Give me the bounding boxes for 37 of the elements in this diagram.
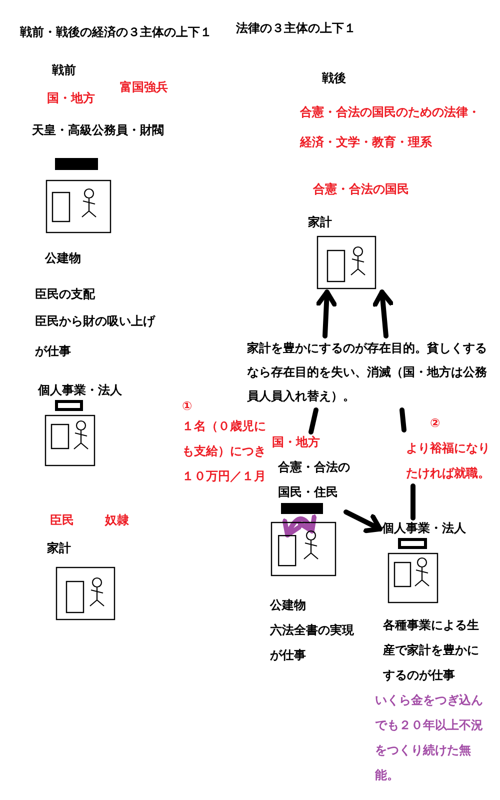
node-label: より裕福になりたければ就職。 bbox=[406, 440, 491, 482]
connector-line bbox=[410, 484, 416, 520]
caption-text: 六法全書の実現が仕事 bbox=[270, 622, 355, 664]
label-text: 奴隷 bbox=[105, 512, 129, 529]
number-label: ① bbox=[182, 398, 192, 415]
label-text: 臣民 bbox=[50, 512, 74, 529]
node-label: 家計 bbox=[47, 540, 71, 557]
caption-text: 臣民から財の吸い上げが仕事 bbox=[35, 313, 156, 360]
caption-text: いくら金をつぎ込んでも２０年以上不況をつくり続けた無能。 bbox=[375, 692, 484, 784]
node-label: 公建物 bbox=[45, 250, 81, 267]
node-label: 家計 bbox=[308, 214, 332, 231]
caption-text: 公建物 bbox=[270, 597, 306, 614]
heading: 戦前 bbox=[52, 62, 76, 79]
paragraph-text: 家計を豊かにするのが存在目的。貧しくするなら存在目的を失い、消滅（国・地方は公務員人員入れ替え）。 bbox=[247, 340, 488, 405]
node-label: 国・地方 bbox=[272, 434, 320, 451]
node-label: 合憲・合法の国民・住民 bbox=[278, 459, 351, 501]
arrow bbox=[372, 290, 394, 338]
title: 法律の３主体の上下１ bbox=[236, 20, 356, 37]
node-label: 個人事業・法人 bbox=[38, 382, 122, 399]
node-label: ② bbox=[430, 415, 440, 432]
caption-text: 臣民の支配 bbox=[35, 286, 96, 303]
connector-line bbox=[400, 408, 406, 432]
node-label: 個人事業・法人 bbox=[382, 520, 466, 537]
note-text: １名（０歳児にも支給）につき１０万円／１月 bbox=[182, 418, 267, 485]
caption-text: 各種事業による生産で家計を豊かにするのが仕事 bbox=[383, 617, 480, 684]
door-rectangle bbox=[278, 535, 297, 567]
slogan-text: 富国強兵 bbox=[120, 79, 168, 96]
heading: 戦後 bbox=[322, 70, 346, 87]
connector-line bbox=[308, 408, 318, 434]
arrow bbox=[344, 510, 382, 534]
label-text: 国・地方 bbox=[47, 90, 95, 107]
double-arrow bbox=[282, 514, 316, 538]
label-text: 合憲・合法の国民 bbox=[313, 181, 409, 198]
arrow bbox=[316, 290, 337, 338]
title: 戦前・戦後の経済の３主体の上下１ bbox=[20, 24, 212, 41]
node-label: 天皇・高級公務員・財閥 bbox=[32, 122, 164, 139]
label-text: 合憲・合法の国民のための法律・経済・文学・教育・理系 bbox=[300, 104, 481, 151]
